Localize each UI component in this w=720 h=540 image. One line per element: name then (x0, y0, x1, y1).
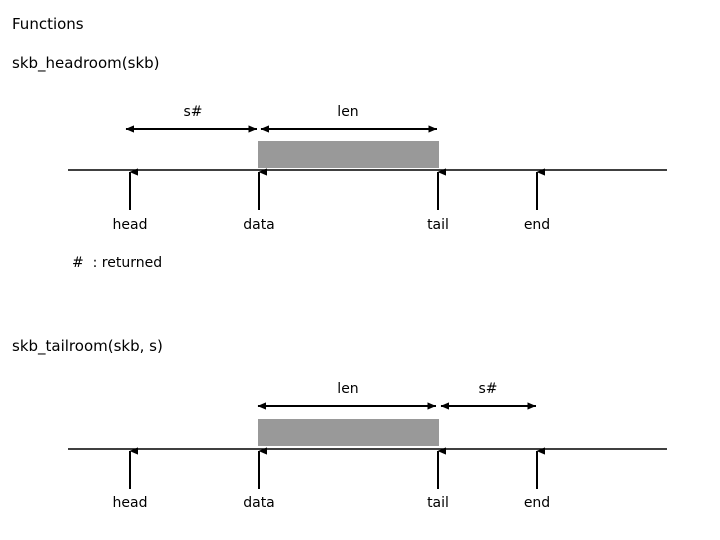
tailroom-diagram-group (68, 402, 667, 489)
pointer-label-head-bottom: head (112, 495, 148, 511)
pointer-label-tail-bottom: tail (427, 495, 449, 511)
page-title: Functions (12, 15, 84, 33)
pointer-label-data-top: data (243, 217, 275, 233)
section-heading-skb-tailroom: skb_tailroom(skb, s) (12, 337, 163, 355)
pointer-label-head-top: head (112, 217, 148, 233)
buffer-block-top (258, 141, 439, 168)
headroom-diagram-group (68, 125, 667, 210)
buffer-block-bottom (258, 419, 439, 446)
section-heading-skb-headroom: skb_headroom(skb) (12, 54, 160, 72)
pointer-label-end-top: end (523, 217, 551, 233)
legend-note-returned: # : returned (72, 255, 163, 271)
span-label-len-top: len (337, 104, 359, 120)
span-label-len-bottom: len (337, 381, 359, 397)
span-label-s-hash-top: s# (183, 104, 203, 120)
pointer-label-tail-top: tail (427, 217, 449, 233)
span-label-s-hash-bottom: s# (478, 381, 498, 397)
pointer-label-end-bottom: end (523, 495, 551, 511)
pointer-label-data-bottom: data (243, 495, 275, 511)
